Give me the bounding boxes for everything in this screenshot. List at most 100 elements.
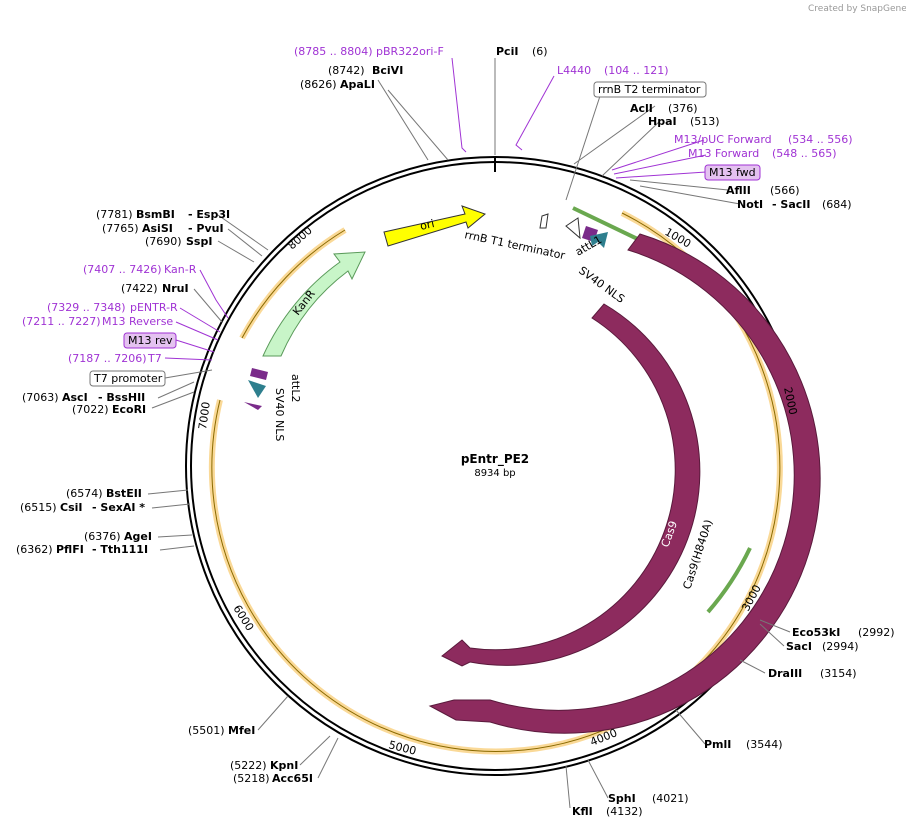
site-bsteii-pos: (6574) (66, 487, 103, 500)
ori-label: ori (419, 217, 436, 233)
site-sspi[interactable]: (7690) SspI (145, 235, 212, 248)
primer-m13-reverse-name: M13 Reverse (102, 315, 173, 328)
site-asisi-name: AsiSI (142, 222, 173, 235)
sv40-nls-1-feature[interactable] (590, 232, 608, 248)
label-m13-rev-text: M13 rev (128, 334, 173, 347)
attl2-small-feature[interactable] (244, 402, 262, 410)
primer-kan-r[interactable]: (7407 .. 7426) Kan-R (83, 263, 197, 276)
site-hpai[interactable]: HpaI (513) (648, 115, 720, 128)
site-hpai-pos: (513) (690, 115, 720, 128)
rrnb-t1-label: rrnB T1 terminator (463, 228, 566, 262)
site-noti-sep: - SacII (772, 198, 810, 211)
site-pcii-name: PciI (496, 45, 518, 58)
site-saci[interactable]: SacI (2994) (786, 640, 859, 653)
site-kpni-name: KpnI (270, 759, 298, 772)
primer-t7-name: T7 (147, 352, 162, 365)
site-bcivi-pos: (8742) (328, 64, 365, 77)
site-bcivi[interactable]: (8742) BciVI (328, 64, 403, 77)
site-eco53ki-name: Eco53kI (792, 626, 840, 639)
site-bsmbi-sep: - Esp3I (188, 208, 230, 221)
site-csii-sep: - SexAI * (92, 501, 145, 514)
rrnb-t1-feature[interactable] (565, 217, 581, 240)
site-draiii[interactable]: DraIII (3154) (768, 667, 857, 680)
site-acli-pos: (376) (668, 102, 698, 115)
site-sspi-pos: (7690) (145, 235, 182, 248)
site-csii[interactable]: (6515) CsiI - SexAI * (20, 501, 145, 514)
primer-t7[interactable]: (7187 .. 7206) T7 (68, 352, 162, 365)
site-aflii-pos: (566) (770, 184, 800, 197)
site-sphi-name: SphI (608, 792, 636, 805)
site-acc65i[interactable]: (5218) Acc65I (233, 772, 313, 785)
site-ecori-name: EcoRI (112, 403, 146, 416)
site-sphi-pos: (4021) (652, 792, 689, 805)
site-noti[interactable]: NotI - SacII (684) (737, 198, 852, 211)
site-asisi[interactable]: (7765) AsiSI - PvuI (102, 222, 224, 235)
site-csii-pos: (6515) (20, 501, 57, 514)
label-m13-rev[interactable]: M13 rev (123, 332, 177, 349)
primer-m13-forward-name: M13 Forward (688, 147, 759, 160)
site-pcii[interactable]: PciI (6) (496, 45, 548, 58)
primer-m13-forward[interactable]: M13 Forward (548 .. 565) (688, 147, 837, 160)
site-pmli[interactable]: PmlI (3544) (704, 738, 783, 751)
site-asci[interactable]: (7063) AscI - BssHII (22, 391, 145, 404)
site-bsteii[interactable]: (6574) BstEII (66, 487, 142, 500)
primer-l4440[interactable]: L4440 (104 .. 121) (557, 64, 669, 77)
site-kflii[interactable]: KflI (4132) (572, 805, 643, 818)
site-pflfi-name: PflFI (56, 543, 84, 556)
primer-l4440-range: (104 .. 121) (604, 64, 669, 77)
site-mfei[interactable]: (5501) MfeI (188, 724, 255, 737)
site-hpai-name: HpaI (648, 115, 677, 128)
site-agei[interactable]: (6376) AgeI (84, 530, 152, 543)
sv40-nls-2-feature[interactable] (248, 380, 266, 398)
cas9-h840a-feature[interactable] (428, 233, 821, 734)
site-sphi[interactable]: SphI (4021) (608, 792, 689, 805)
label-rrnb-t2-terminator[interactable]: rrnB T2 terminator (593, 81, 707, 98)
label-m13-fwd[interactable]: M13 fwd (704, 164, 761, 181)
tick-8000: 8000 (285, 224, 315, 252)
site-pflfi-sep: - Tth111I (92, 543, 148, 556)
cas9-feature[interactable] (441, 303, 701, 667)
attl2-feature[interactable] (250, 368, 268, 380)
rrnb-t2-feature[interactable] (539, 213, 549, 229)
site-kpni[interactable]: (5222) KpnI (230, 759, 298, 772)
primer-pbr322ori-f-range: (8785 .. 8804) (294, 45, 373, 58)
primer-t7-range: (7187 .. 7206) (68, 352, 147, 365)
label-t7-promoter[interactable]: T7 promoter (89, 370, 166, 387)
site-noti-pos: (684) (822, 198, 852, 211)
site-agei-pos: (6376) (84, 530, 121, 543)
kanr-feature[interactable] (262, 251, 366, 357)
site-nrui[interactable]: (7422) NruI (121, 282, 189, 295)
site-ecori[interactable]: (7022) EcoRI (72, 403, 146, 416)
site-pflfi[interactable]: (6362) PflFI - Tth111I (16, 543, 148, 556)
ori-feature[interactable] (383, 205, 487, 247)
site-nrui-pos: (7422) (121, 282, 158, 295)
site-asci-name: AscI (62, 391, 88, 404)
site-apali-pos: (8626) (300, 78, 337, 91)
site-bsmbi[interactable]: (7781) BsmBI - Esp3I (96, 208, 230, 221)
site-apali[interactable]: (8626) ApaLI (300, 78, 375, 91)
site-eco53ki[interactable]: Eco53kI (2992) (792, 626, 895, 639)
primer-m13-reverse-range: (7211 .. 7227) (22, 315, 101, 328)
site-kflii-pos: (4132) (606, 805, 643, 818)
primer-m13-forward-range: (548 .. 565) (772, 147, 837, 160)
primer-pbr322ori-f[interactable]: (8785 .. 8804) pBR322ori-F (294, 45, 444, 58)
site-bsmbi-pos: (7781) (96, 208, 133, 221)
site-aflii[interactable]: AflII (566) (726, 184, 800, 197)
site-pmli-pos: (3544) (746, 738, 783, 751)
site-draiii-pos: (3154) (820, 667, 857, 680)
site-csii-name: CsiI (60, 501, 82, 514)
site-mfei-name: MfeI (228, 724, 255, 737)
site-nrui-name: NruI (162, 282, 189, 295)
site-acli[interactable]: AclI (376) (630, 102, 698, 115)
site-aflii-name: AflII (726, 184, 751, 197)
primer-m13puc-fwd[interactable]: M13/pUC Forward (534 .. 556) (674, 133, 853, 146)
site-bsmbi-name: BsmBI (136, 208, 175, 221)
site-ecori-pos: (7022) (72, 403, 109, 416)
primer-pentr-r-name: pENTR-R (130, 301, 178, 314)
primer-pentr-r-range: (7329 .. 7348) (47, 301, 126, 314)
site-asisi-pos: (7765) (102, 222, 139, 235)
site-saci-pos: (2994) (822, 640, 859, 653)
primer-kan-r-range: (7407 .. 7426) (83, 263, 162, 276)
primer-pentr-r[interactable]: (7329 .. 7348) pENTR-R (47, 301, 178, 314)
primer-m13-reverse[interactable]: (7211 .. 7227) M13 Reverse (22, 315, 173, 328)
